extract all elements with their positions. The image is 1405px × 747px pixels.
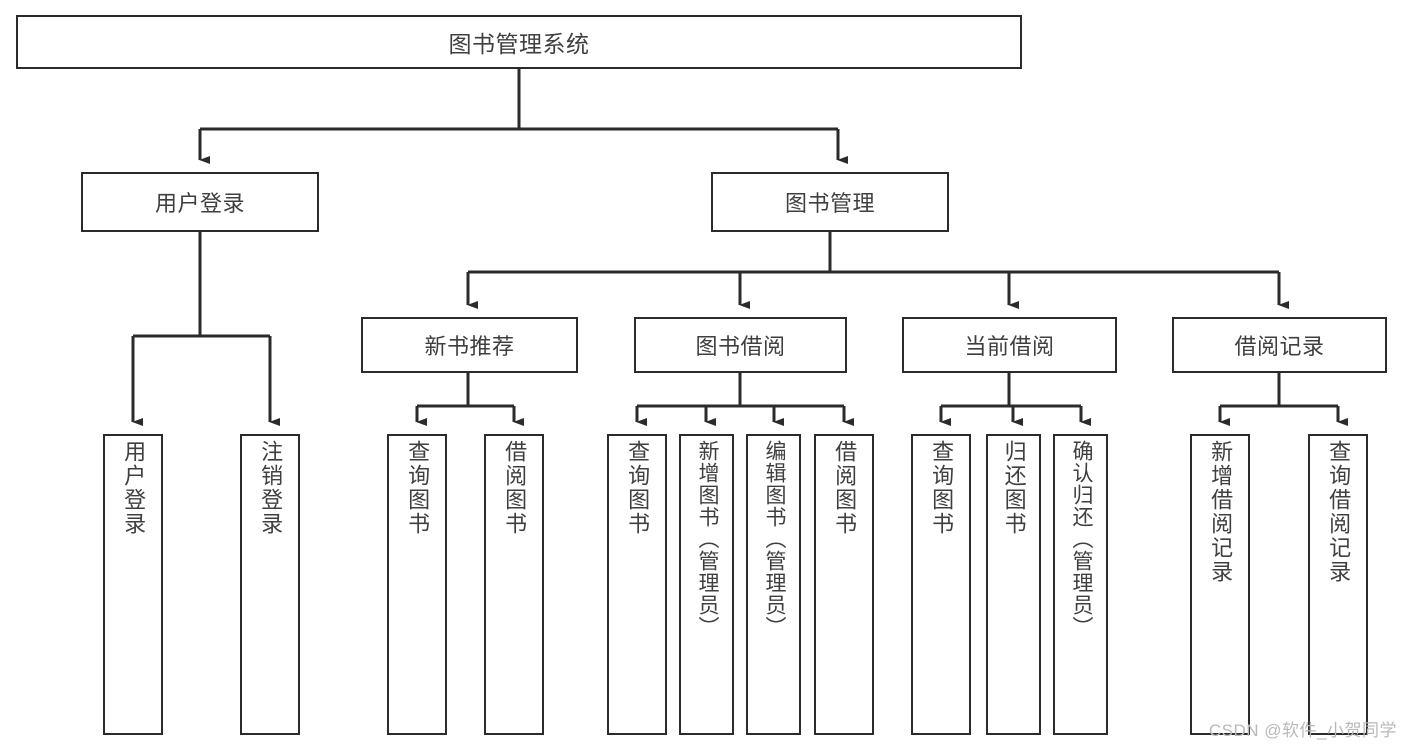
node-leaf-query-book-3[interactable]: 查询图书 <box>911 434 971 735</box>
node-leaf-add-book-label: 新增图书（管理员） <box>695 440 719 638</box>
node-leaf-confirm-return-label: 确认归还（管理员） <box>1069 440 1093 638</box>
node-user-login-label: 用户登录 <box>154 191 245 216</box>
node-leaf-add-record[interactable]: 新增借阅记录 <box>1190 434 1250 735</box>
node-leaf-query-record-label: 查询借阅记录 <box>1326 440 1352 584</box>
node-leaf-user-login-label: 用户登录 <box>121 440 147 536</box>
node-leaf-return-book[interactable]: 归还图书 <box>986 434 1041 735</box>
node-leaf-confirm-return[interactable]: 确认归还（管理员） <box>1053 434 1108 735</box>
node-book-borrow[interactable]: 图书借阅 <box>634 317 847 373</box>
node-root-label: 图书管理系统 <box>448 31 590 57</box>
node-leaf-query-book-3-label: 查询图书 <box>929 440 955 536</box>
node-leaf-logout[interactable]: 注销登录 <box>240 434 300 735</box>
node-book-borrow-label: 图书借阅 <box>695 334 786 359</box>
node-leaf-add-record-label: 新增借阅记录 <box>1208 440 1234 584</box>
node-leaf-logout-label: 注销登录 <box>258 440 284 536</box>
node-leaf-user-login[interactable]: 用户登录 <box>103 434 163 735</box>
node-user-login[interactable]: 用户登录 <box>81 172 319 232</box>
node-leaf-query-book-1[interactable]: 查询图书 <box>387 434 447 735</box>
node-new-book-recommend[interactable]: 新书推荐 <box>361 317 578 373</box>
node-book-management-label: 图书管理 <box>784 191 875 216</box>
node-leaf-query-record[interactable]: 查询借阅记录 <box>1308 434 1368 735</box>
node-current-borrow-label: 当前借阅 <box>964 334 1055 359</box>
node-leaf-edit-book[interactable]: 编辑图书（管理员） <box>746 434 801 735</box>
node-leaf-edit-book-label: 编辑图书（管理员） <box>762 440 786 638</box>
node-book-management[interactable]: 图书管理 <box>711 172 949 232</box>
node-leaf-query-book-2-label: 查询图书 <box>625 440 651 536</box>
node-borrow-record[interactable]: 借阅记录 <box>1172 317 1387 373</box>
node-leaf-borrow-book-2[interactable]: 借阅图书 <box>814 434 874 735</box>
node-current-borrow[interactable]: 当前借阅 <box>902 317 1117 373</box>
node-borrow-record-label: 借阅记录 <box>1234 334 1325 359</box>
node-leaf-borrow-book-2-label: 借阅图书 <box>832 440 858 536</box>
node-leaf-borrow-book-1-label: 借阅图书 <box>502 440 528 536</box>
node-new-book-recommend-label: 新书推荐 <box>424 334 515 359</box>
node-leaf-query-book-1-label: 查询图书 <box>405 440 431 536</box>
node-root[interactable]: 图书管理系统 <box>16 15 1022 69</box>
node-leaf-add-book[interactable]: 新增图书（管理员） <box>679 434 734 735</box>
node-leaf-return-book-label: 归还图书 <box>1001 440 1027 536</box>
node-leaf-query-book-2[interactable]: 查询图书 <box>607 434 667 735</box>
watermark-text: CSDN @软件_小贺同学 <box>1208 721 1397 740</box>
node-leaf-borrow-book-1[interactable]: 借阅图书 <box>484 434 544 735</box>
